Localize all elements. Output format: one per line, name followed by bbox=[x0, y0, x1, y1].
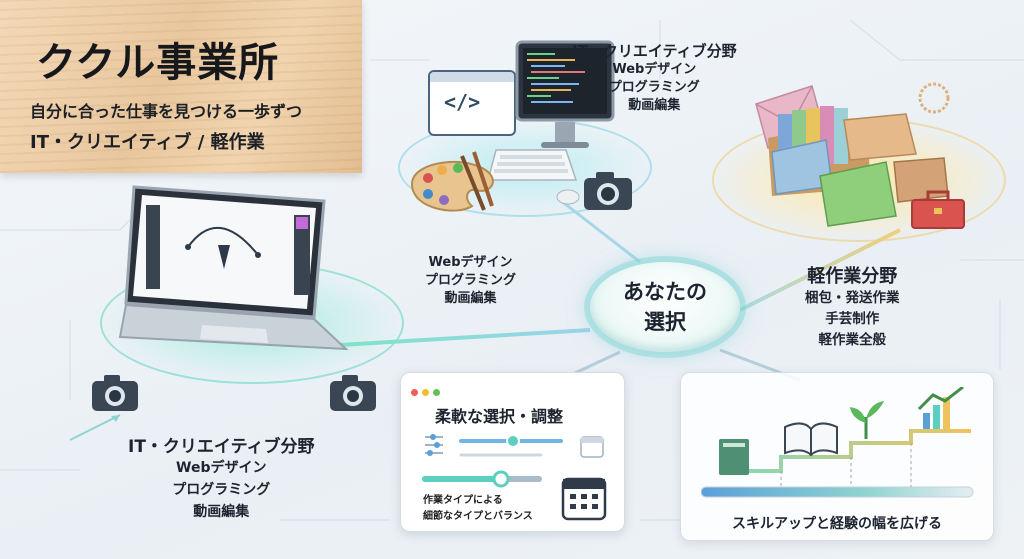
brand-title: ククル事業所 bbox=[36, 40, 280, 86]
it-left-item: プログラミング bbox=[172, 482, 271, 498]
light-work-item: 梱包・発送作業 bbox=[805, 290, 900, 306]
category-summary: IT・クリエイティブ / 軽作業 bbox=[30, 132, 265, 153]
slider-thumb-2 bbox=[492, 470, 510, 488]
flex-panel-title: 柔軟な選択・調整 bbox=[435, 407, 564, 426]
pen-tool-icon bbox=[218, 245, 230, 269]
it-left-item: Webデザイン bbox=[176, 460, 267, 476]
it-top-item: Webデザイン bbox=[612, 62, 697, 77]
laptop-icon bbox=[118, 185, 348, 351]
it-top-item: プログラミング bbox=[608, 80, 700, 95]
camera-icon bbox=[584, 172, 632, 210]
flex-note-2: 細節なタイプとバランス bbox=[423, 511, 533, 522]
monitor-icon bbox=[515, 40, 615, 148]
book-icon bbox=[719, 439, 749, 475]
light-work-heading: 軽作業分野 bbox=[807, 266, 898, 287]
slider-thumb bbox=[506, 434, 520, 448]
it-mid-item: 動画編集 bbox=[444, 291, 497, 306]
light-work-item: 手芸制作 bbox=[825, 311, 880, 327]
camera-left-icon bbox=[92, 375, 138, 411]
calendar-icon bbox=[561, 477, 607, 521]
light-work-label: 軽作業分野 梱包・発送作業 手芸制作 軽作業全般 bbox=[805, 262, 900, 351]
green-box-icon bbox=[819, 161, 897, 227]
code-tag-icon: </> bbox=[444, 90, 481, 114]
tagline: 自分に合った仕事を見つける一歩ずつ bbox=[30, 102, 303, 121]
open-book-icon bbox=[784, 422, 838, 457]
growth-chart-icon bbox=[917, 387, 964, 429]
it-mid-item: Webデザイン bbox=[428, 255, 513, 270]
window-dots bbox=[411, 381, 444, 400]
it-left-item: 動画編集 bbox=[193, 504, 250, 520]
it-mid-item: プログラミング bbox=[425, 273, 517, 288]
flexible-choice-panel: 柔軟な選択・調整 作業タイプによる 細節なタイプとバランス bbox=[400, 372, 625, 532]
it-top-heading: IT・クリエイティブ分野 bbox=[572, 42, 737, 60]
choice-hub: あなたの 選択 bbox=[590, 262, 740, 352]
it-top-item: 動画編集 bbox=[628, 98, 681, 113]
it-top-label: IT・クリエイティブ分野 Webデザイン プログラミング 動画編集 bbox=[572, 40, 737, 115]
packages-icon bbox=[755, 82, 950, 227]
bead-necklace-icon bbox=[918, 82, 950, 114]
slider-controls bbox=[422, 434, 563, 488]
skill-up-panel: スキルアップと経験の幅を広げる bbox=[680, 372, 994, 541]
light-work-item: 軽作業全般 bbox=[818, 332, 887, 348]
cardboard-box-icon bbox=[843, 113, 917, 161]
mouse-icon bbox=[556, 189, 580, 205]
it-left-heading: IT・クリエイティブ分野 bbox=[128, 437, 315, 457]
connector-arrow bbox=[69, 414, 121, 441]
calendar-icon-small bbox=[580, 436, 604, 458]
title-board: ククル事業所 自分に合った仕事を見つける一歩ずつ IT・クリエイティブ / 軽作… bbox=[0, 0, 362, 173]
camera-right-icon bbox=[330, 375, 376, 411]
flex-note-1: 作業タイプによる bbox=[423, 495, 503, 506]
hub-line-1: あなたの bbox=[623, 280, 707, 304]
code-window-icon: </> bbox=[428, 70, 516, 136]
toolbox-icon bbox=[911, 190, 965, 229]
skill-caption: スキルアップと経験の幅を広げる bbox=[732, 516, 942, 532]
keyboard-icon bbox=[488, 149, 578, 181]
sprout-icon bbox=[850, 401, 884, 439]
skill-steps-graphic bbox=[701, 387, 974, 498]
hub-line-2: 選択 bbox=[644, 310, 686, 334]
connector-left bbox=[339, 328, 591, 347]
it-mid-label: Webデザイン プログラミング 動画編集 bbox=[425, 254, 516, 308]
arrow-head-icon bbox=[111, 415, 120, 422]
connector-top bbox=[559, 198, 641, 264]
connector-right bbox=[739, 228, 901, 312]
paint-palette-icon bbox=[410, 151, 494, 212]
it-left-label: IT・クリエイティブ分野 Webデザイン プログラミング 動画編集 bbox=[128, 432, 315, 523]
